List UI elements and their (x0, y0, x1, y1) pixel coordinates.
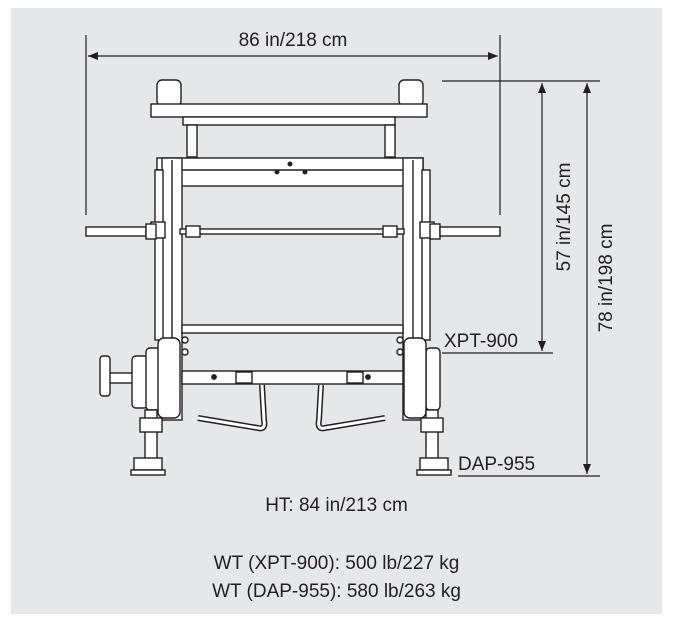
xpt-model-label: XPT-900 (444, 331, 518, 352)
dap-model-label: DAP-955 (458, 454, 535, 475)
total-height-label: 78 in/198 cm (596, 224, 617, 333)
weight-spec-xpt: WT (XPT-900): 500 lb/227 kg (213, 553, 460, 574)
width-label: 86 in/218 cm (239, 30, 348, 51)
weight-spec-dap: WT (DAP-955): 580 lb/263 kg (212, 581, 461, 602)
height-dimensions (442, 80, 600, 477)
upper-height-label: 57 in/145 cm (554, 163, 575, 272)
height-spec: HT: 84 in/213 cm (265, 495, 408, 516)
width-dimension (85, 35, 501, 215)
rack-drawing (85, 79, 501, 476)
